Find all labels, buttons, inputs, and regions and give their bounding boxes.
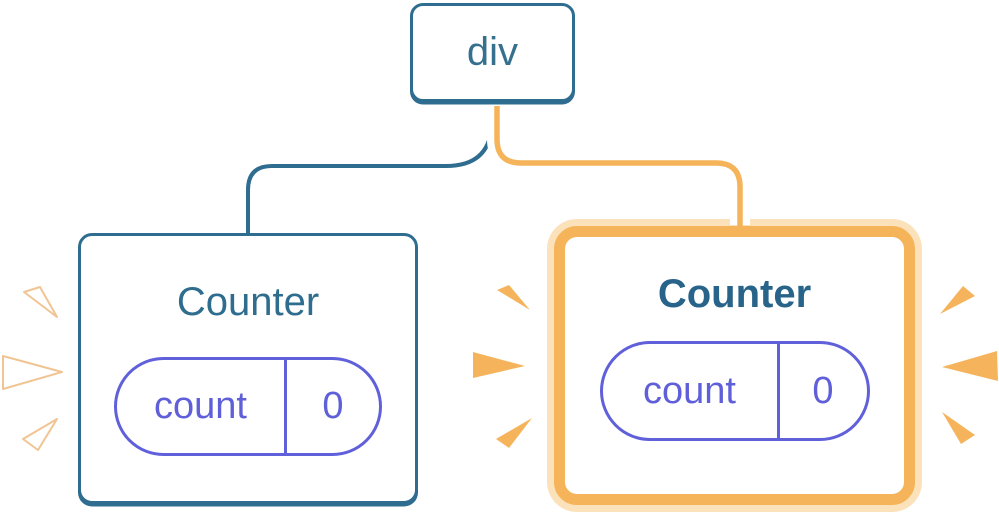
counter-title: Counter	[657, 272, 812, 316]
white-flash-spark-icon	[22, 418, 58, 451]
flash-sparks-left	[2, 286, 63, 451]
connector-div-to-left-counter	[246, 106, 494, 236]
counter-card-right-highlight-ring: Counter count 0	[547, 219, 922, 512]
state-key: count	[643, 369, 736, 412]
white-flash-spark-icon	[2, 355, 63, 390]
pill-divider	[284, 360, 287, 453]
pill-divider	[776, 344, 780, 438]
flash-sparks-right-inner	[473, 285, 532, 448]
root-node-div: div	[410, 3, 575, 102]
orange-flash-spark-icon	[940, 286, 975, 314]
orange-flash-spark-icon	[942, 412, 975, 444]
state-pill: count 0	[599, 341, 870, 441]
counter-card-right: Counter count 0	[554, 226, 915, 505]
orange-flash-spark-icon	[942, 351, 998, 381]
connector-casing	[487, 106, 750, 225]
connector-div-to-right-counter	[494, 106, 743, 232]
orange-flash-spark-icon	[496, 418, 532, 448]
flash-sparks-right-outer	[940, 286, 998, 444]
counter-card-left: Counter count 0	[78, 233, 418, 504]
orange-flash-spark-icon	[497, 285, 530, 310]
orange-flash-spark-icon	[473, 352, 525, 378]
white-flash-spark-icon	[23, 286, 58, 318]
counter-title: Counter	[176, 280, 320, 324]
state-key: count	[154, 385, 247, 427]
state-value: 0	[812, 369, 834, 412]
state-value: 0	[322, 385, 344, 427]
state-pill: count 0	[114, 357, 382, 456]
root-node-label: div	[466, 30, 519, 74]
